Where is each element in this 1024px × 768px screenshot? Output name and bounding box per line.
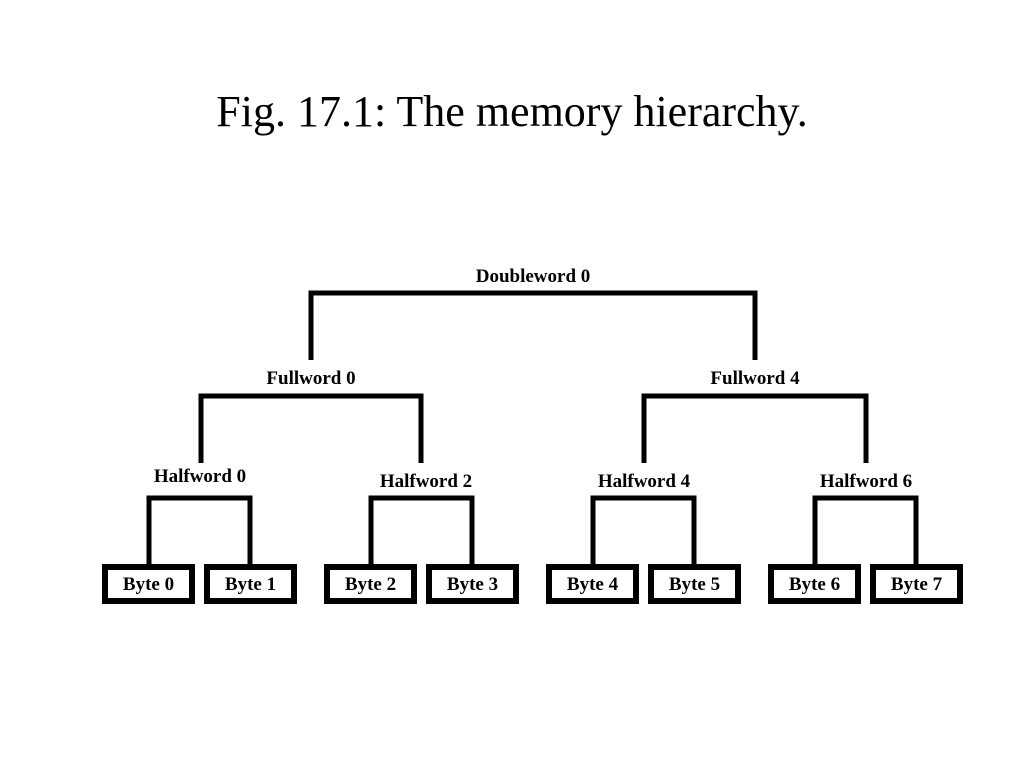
halfword-label: Halfword 0 (154, 466, 246, 487)
byte-node: Byte 2 (324, 564, 417, 604)
halfword-connector (146, 495, 253, 565)
fullword-connector (198, 393, 424, 463)
fullword-label: Fullword 0 (266, 368, 355, 389)
byte-node: Byte 4 (546, 564, 639, 604)
halfword-connector (590, 495, 697, 565)
doubleword-connector (308, 290, 758, 360)
halfword-connector (812, 495, 919, 565)
byte-label: Byte 1 (225, 574, 276, 595)
byte-label: Byte 0 (123, 574, 174, 595)
halfword-label: Halfword 4 (598, 471, 691, 492)
byte-node: Byte 1 (204, 564, 297, 604)
byte-label: Byte 6 (789, 574, 840, 595)
byte-node: Byte 7 (870, 564, 963, 604)
byte-label: Byte 2 (345, 574, 396, 595)
byte-label: Byte 3 (447, 574, 498, 595)
doubleword-label: Doubleword 0 (476, 266, 591, 287)
byte-label: Byte 5 (669, 574, 720, 595)
figure-title: Fig. 17.1: The memory hierarchy. (216, 87, 808, 136)
halfword-connector (368, 495, 475, 565)
byte-node: Byte 3 (426, 564, 519, 604)
fullword-connector (641, 393, 869, 463)
fullword-label: Fullword 4 (710, 368, 800, 389)
byte-label: Byte 7 (891, 574, 943, 595)
halfword-label: Halfword 6 (820, 471, 912, 492)
byte-label: Byte 4 (567, 574, 619, 595)
byte-node: Byte 5 (648, 564, 741, 604)
halfword-label: Halfword 2 (380, 471, 472, 492)
byte-node: Byte 6 (768, 564, 861, 604)
byte-node: Byte 0 (102, 564, 195, 604)
